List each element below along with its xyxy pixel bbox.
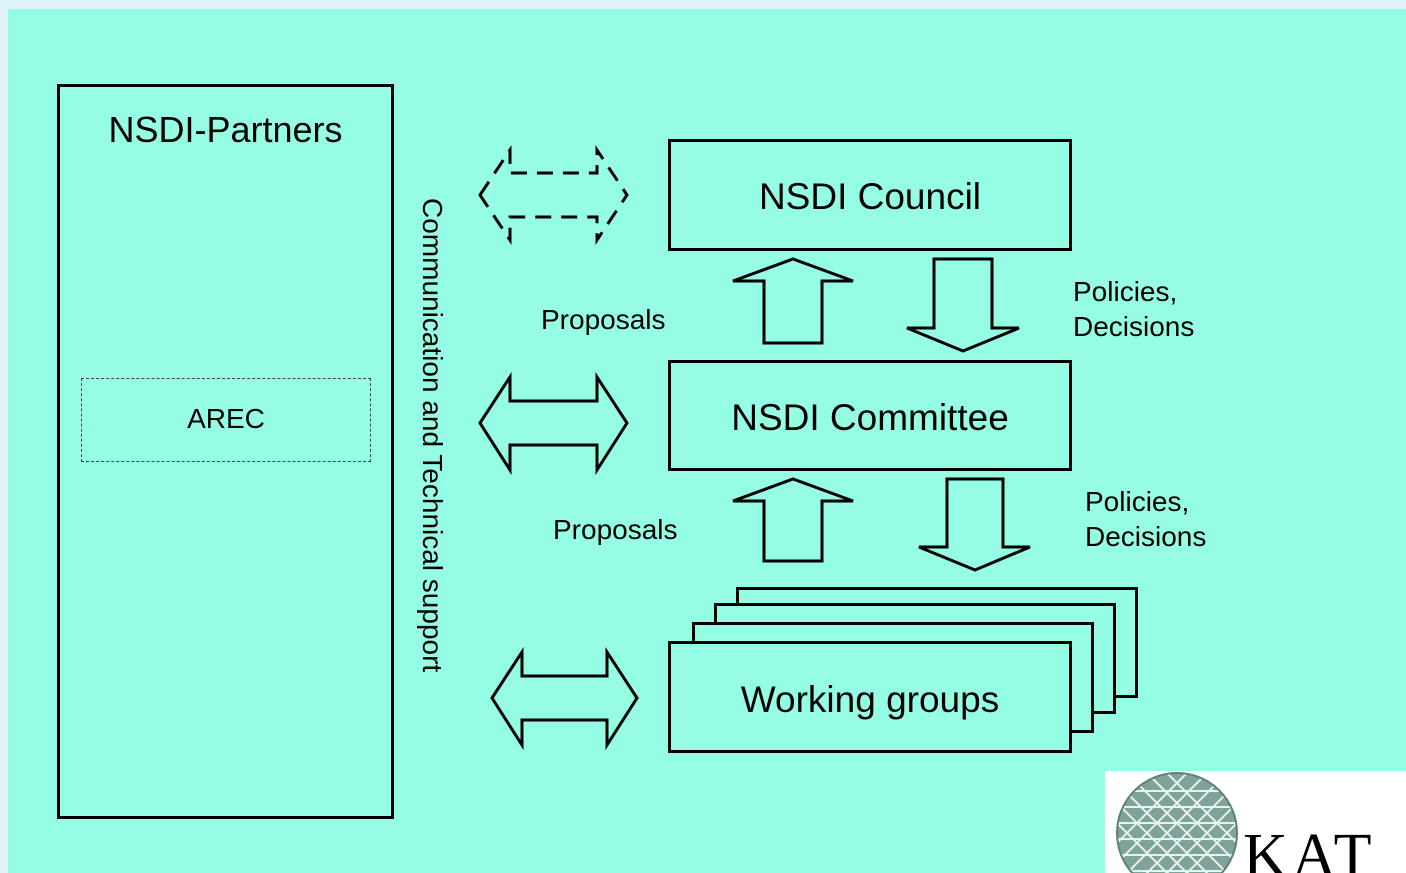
- arec-label: AREC: [187, 403, 265, 434]
- committee-double-arrow: [478, 371, 629, 476]
- working-groups-double-arrow: [490, 646, 639, 751]
- working-groups-title: Working groups: [740, 679, 1000, 720]
- nsdi-council-box: NSDI Council: [668, 139, 1072, 251]
- globe-icon: [1116, 772, 1238, 873]
- decisions-label-lower-line2: Decisions: [1085, 521, 1207, 552]
- decisions-label-upper-line2: Decisions: [1073, 311, 1195, 342]
- proposals-up-arrow-lower: [732, 477, 854, 563]
- kat-logo: KAT: [1105, 771, 1406, 873]
- policies-down-arrow-lower: [918, 477, 1031, 572]
- policies-label-upper-line1: Policies,: [1073, 276, 1178, 307]
- arec-box: AREC: [81, 378, 371, 462]
- nsdi-committee-box: NSDI Committee: [668, 360, 1072, 471]
- nsdi-council-title: NSDI Council: [758, 176, 982, 217]
- policies-label-lower-line1: Policies,: [1085, 486, 1190, 517]
- proposals-label-upper: Proposals: [541, 304, 666, 335]
- nsdi-committee-title: NSDI Committee: [731, 397, 1009, 438]
- working-groups-box: Working groups: [668, 641, 1072, 753]
- dashed-double-arrow: [478, 145, 629, 245]
- policies-down-arrow-upper: [906, 257, 1020, 353]
- nsdi-partners-box: NSDI-Partners AREC: [57, 84, 394, 819]
- proposals-label-lower: Proposals: [553, 514, 678, 545]
- proposals-up-arrow-upper: [732, 257, 854, 345]
- kat-logo-text: KAT: [1243, 822, 1376, 873]
- nsdi-partners-title: NSDI-Partners: [108, 109, 343, 150]
